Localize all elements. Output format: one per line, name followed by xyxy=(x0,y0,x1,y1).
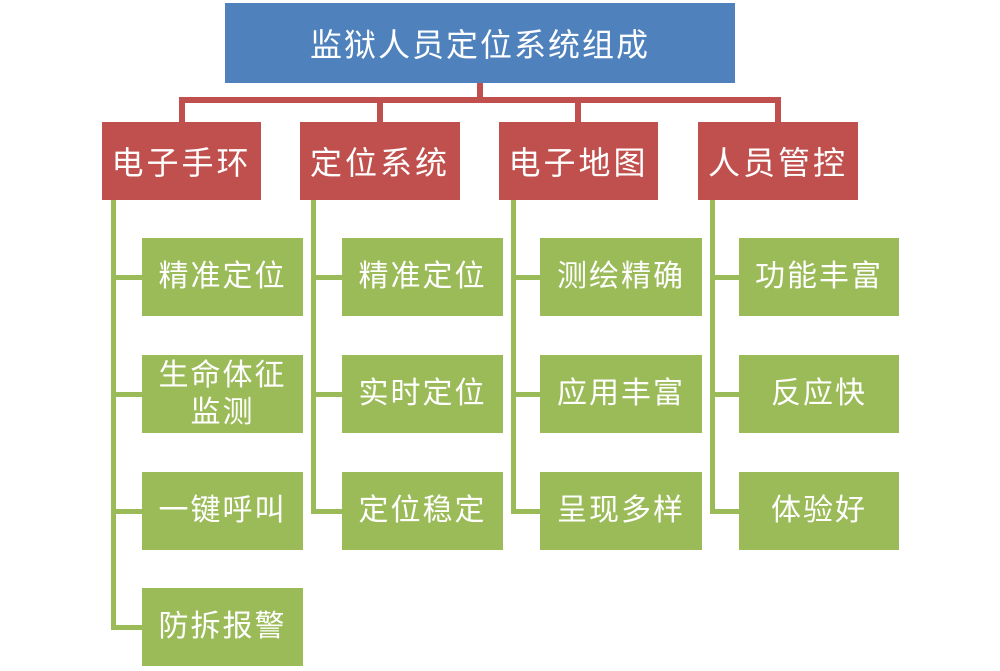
connector-leaf-spine-2 xyxy=(311,200,316,514)
node-leaf-1-4: 防拆报警 xyxy=(142,588,303,666)
connector-leaf-stub-1-2 xyxy=(111,392,142,397)
node-branch-positioning-system: 定位系统 xyxy=(300,122,460,200)
connector-leaf-stub-4-1 xyxy=(710,275,739,280)
node-branch-personnel-control: 人员管控 xyxy=(698,122,858,200)
node-leaf-1-1: 精准定位 xyxy=(142,238,303,316)
connector-branch-drop-2 xyxy=(377,97,383,122)
node-leaf-label: 精准定位 xyxy=(158,260,287,294)
connector-leaf-stub-1-3 xyxy=(111,509,142,514)
node-leaf-3-3: 呈现多样 xyxy=(540,472,702,550)
node-leaf-label: 测绘精确 xyxy=(557,260,685,294)
node-leaf-label: 精准定位 xyxy=(358,260,487,294)
node-leaf-label: 防拆报警 xyxy=(158,610,287,644)
node-leaf-4-1: 功能丰富 xyxy=(739,238,899,316)
connector-leaf-stub-2-3 xyxy=(311,509,342,514)
connector-branch-drop-1 xyxy=(179,97,185,122)
connector-leaf-stub-4-3 xyxy=(710,509,739,514)
node-leaf-label: 反应快 xyxy=(771,377,867,411)
node-leaf-2-1: 精准定位 xyxy=(342,238,503,316)
node-leaf-2-2: 实时定位 xyxy=(342,355,503,433)
connector-leaf-stub-1-1 xyxy=(111,275,142,280)
node-root-label: 监狱人员定位系统组成 xyxy=(309,27,650,63)
connector-leaf-stub-2-2 xyxy=(311,392,342,397)
node-leaf-4-3: 体验好 xyxy=(739,472,899,550)
node-leaf-3-2: 应用丰富 xyxy=(540,355,702,433)
connector-leaf-stub-4-2 xyxy=(710,392,739,397)
connector-leaf-stub-2-1 xyxy=(311,275,342,280)
connector-branch-drop-4 xyxy=(775,97,781,122)
node-leaf-label: 应用丰富 xyxy=(557,377,685,411)
connector-root-stem xyxy=(477,83,483,103)
connector-branch-bus xyxy=(179,97,781,103)
node-leaf-1-3: 一键呼叫 xyxy=(142,472,303,550)
node-root: 监狱人员定位系统组成 xyxy=(225,3,735,83)
node-leaf-label: 定位稳定 xyxy=(358,494,487,528)
node-leaf-label: 呈现多样 xyxy=(557,494,685,528)
node-leaf-4-2: 反应快 xyxy=(739,355,899,433)
connector-leaf-spine-1 xyxy=(111,200,116,630)
node-branch-label: 定位系统 xyxy=(309,145,450,181)
connector-leaf-spine-4 xyxy=(710,200,715,514)
connector-leaf-spine-3 xyxy=(511,200,516,514)
connector-leaf-stub-1-4 xyxy=(111,625,142,630)
node-leaf-label: 功能丰富 xyxy=(755,260,883,294)
node-branch-label: 人员管控 xyxy=(707,145,848,181)
node-branch-electronic-map: 电子地图 xyxy=(499,122,658,200)
node-branch-label: 电子地图 xyxy=(508,145,649,181)
node-branch-electronic-wristband: 电子手环 xyxy=(102,122,261,200)
node-leaf-3-1: 测绘精确 xyxy=(540,238,702,316)
connector-leaf-stub-3-1 xyxy=(511,275,540,280)
node-leaf-label: 一键呼叫 xyxy=(158,494,287,528)
connector-leaf-stub-3-2 xyxy=(511,392,540,397)
node-leaf-label: 实时定位 xyxy=(358,377,487,411)
node-leaf-2-3: 定位稳定 xyxy=(342,472,503,550)
connector-leaf-stub-3-3 xyxy=(511,509,540,514)
node-leaf-1-2: 生命体征监测 xyxy=(142,355,303,433)
node-leaf-label: 生命体征监测 xyxy=(158,358,287,430)
node-leaf-label: 体验好 xyxy=(771,494,867,528)
connector-branch-drop-3 xyxy=(575,97,581,122)
node-branch-label: 电子手环 xyxy=(111,145,252,181)
